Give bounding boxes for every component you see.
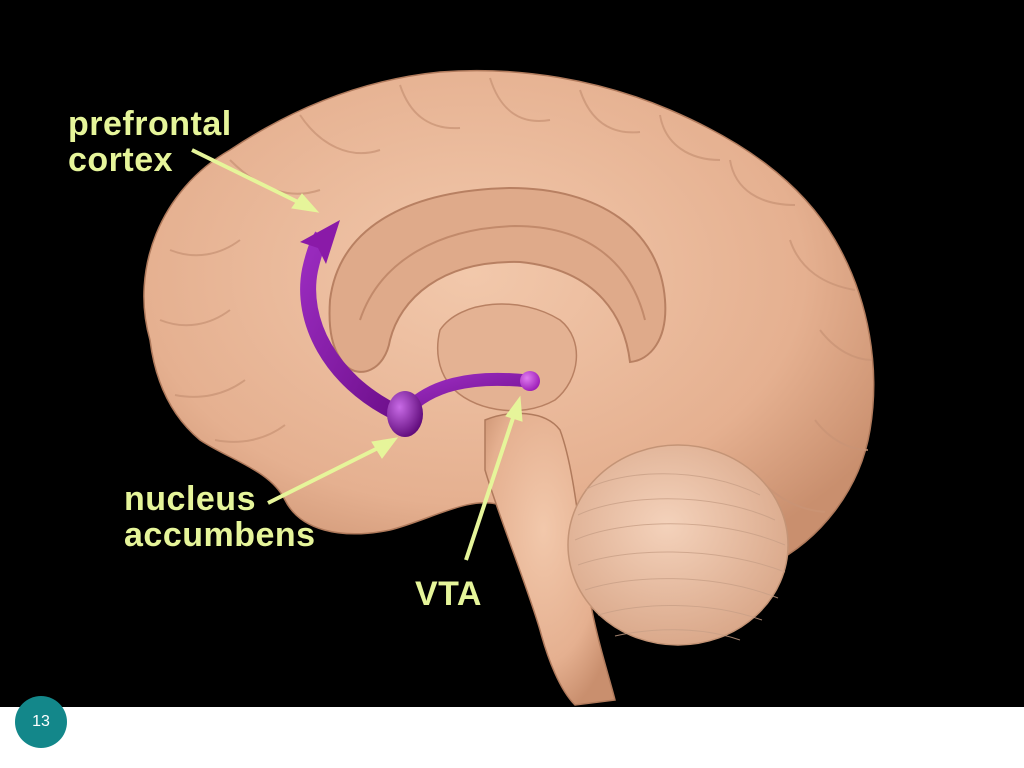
cerebellum	[567, 444, 789, 646]
label-nucleus-accumbens: nucleus accumbens	[124, 481, 316, 553]
label-nucleus-line1: nucleus	[124, 480, 256, 518]
label-vta: VTA	[415, 576, 482, 612]
slide-canvas: prefrontal cortex nucleus accumbens VTA	[0, 0, 1024, 707]
brainstem	[484, 412, 616, 706]
label-vta-text: VTA	[415, 575, 482, 613]
brain-diagram	[143, 69, 875, 706]
label-prefrontal-line2: cortex	[68, 141, 174, 179]
label-pointers	[191, 148, 523, 561]
pointer-vta	[464, 414, 516, 561]
label-prefrontal-line1: prefrontal	[68, 105, 232, 143]
cerebellum-folia	[574, 473, 786, 641]
label-nucleus-line2: accumbens	[124, 516, 316, 554]
corpus-callosum	[328, 186, 667, 373]
vta-node	[520, 371, 540, 391]
pathway-arrowhead	[300, 220, 340, 264]
label-prefrontal-cortex: prefrontal cortex	[68, 106, 232, 178]
nucleus-accumbens-node	[387, 391, 423, 437]
pointer-nucleus	[267, 446, 379, 505]
pointer-prefrontal	[191, 148, 301, 205]
page-number-badge: 13	[15, 696, 67, 748]
